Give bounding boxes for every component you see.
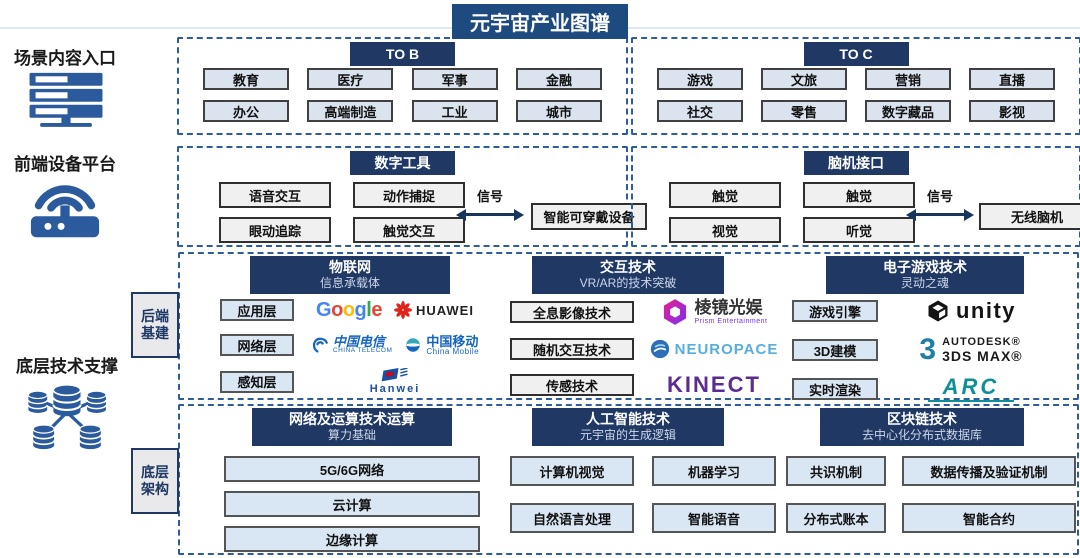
neuropace-globe-icon	[650, 339, 669, 359]
to-b-section: TO B 教育 医疗 军事 金融 办公 高端制造 工业 城市	[177, 37, 628, 135]
blockchain-chip: 数据传播及验证机制	[902, 456, 1076, 486]
to-c-section: TO C 游戏 文旅 营销 直播 社交 零售 数字藏品 影视	[631, 37, 1080, 135]
iot-header: 物联网 信息承载体	[250, 256, 450, 294]
game-tech-chip: 3D建模	[792, 339, 878, 361]
base-architecture-section: 网络及运算技术运算 算力基础 人工智能技术 元宇宙的生成逻辑 区块链技术 去中心…	[178, 404, 1079, 555]
neuropace-logo: NEUROPACE	[650, 339, 779, 359]
digital-tools-section: 数字工具 语音交互 动作捕捉 眼动追踪 触觉交互 信号 智能可穿戴设备	[177, 146, 647, 247]
page-title: 元宇宙产业图谱	[452, 4, 628, 39]
server-stack-icon	[28, 72, 104, 135]
to-c-item: 影视	[969, 100, 1055, 122]
arc-logo: ARC	[928, 376, 1014, 402]
blockchain-header: 区块链技术 去中心化分布式数据库	[820, 408, 1024, 446]
ai-header: 人工智能技术 元宇宙的生成逻辑	[532, 408, 724, 446]
to-c-header: TO C	[803, 42, 909, 66]
base-tech-label: 底层技术支撑	[16, 357, 118, 376]
brain-interface-header: 脑机接口	[803, 151, 909, 175]
interaction-chip: 全息影像技术	[510, 301, 634, 323]
ai-chip: 计算机视觉	[510, 456, 634, 486]
interaction-chip: 随机交互技术	[510, 338, 634, 360]
to-b-item: 金融	[515, 68, 602, 90]
to-c-item: 游戏	[657, 68, 743, 90]
ai-column: 计算机视觉 机器学习 自然语言处理 智能语音	[510, 456, 776, 533]
to-b-item: 城市	[515, 100, 602, 122]
digital-tool-item: 动作捕捉	[353, 182, 465, 208]
scene-entry-label: 场景内容入口	[14, 49, 116, 68]
base-arch-side-label: 底层架构	[131, 448, 179, 514]
brain-interface-item: 视觉	[669, 217, 781, 243]
brain-interface-item: 触觉	[669, 182, 781, 208]
ai-chip: 机器学习	[652, 456, 776, 486]
backend-infrastructure-section: 物联网 信息承载体 交互技术 VR/AR的技术突破 电子游戏技术 灵动之魂 应用…	[178, 252, 1079, 402]
blockchain-chip: 智能合约	[902, 503, 1076, 533]
network-chip: 云计算	[224, 491, 480, 517]
ai-chip: 自然语言处理	[510, 503, 634, 533]
game-tech-column: 游戏引擎 unity 3D建模 3 AUTODESK	[792, 298, 1064, 402]
game-tech-chip: 游戏引擎	[792, 300, 878, 322]
autodesk-3dsmax-logo: 3 AUTODESK® 3DS MAX®	[919, 333, 1023, 366]
brain-interface-section: 脑机接口 触觉 触觉 视觉 听觉 信号 无线脑机	[631, 146, 1080, 247]
digital-tools-header: 数字工具	[350, 151, 455, 175]
to-b-item: 高端制造	[307, 100, 394, 122]
game-tech-header: 电子游戏技术 灵动之魂	[826, 256, 1024, 294]
to-c-item: 营销	[865, 68, 951, 90]
blockchain-column: 共识机制 数据传播及验证机制 分布式账本 智能合约	[786, 456, 1076, 533]
prism-hexagon-icon	[663, 299, 686, 325]
double-arrow-icon	[456, 209, 524, 220]
iot-layer-chip: 感知层	[220, 370, 294, 393]
china-mobile-icon	[406, 338, 421, 352]
hanwei-flag-icon	[381, 368, 408, 382]
backend-infra-side-label: 后端基建	[131, 292, 179, 358]
interaction-tech-header: 交互技术 VR/AR的技术突破	[532, 256, 724, 294]
signal-label: 信号	[926, 189, 953, 204]
frontend-device-label: 前端设备平台	[14, 155, 116, 174]
brain-interface-item: 听觉	[803, 217, 915, 243]
unity-cube-icon	[928, 300, 948, 322]
wireless-brain-chip: 无线脑机	[979, 203, 1080, 230]
google-logo: Google	[316, 298, 382, 321]
iot-column: 应用层 Google	[220, 298, 496, 395]
to-c-item: 社交	[657, 100, 743, 122]
to-c-item: 数字藏品	[865, 100, 951, 122]
huawei-flower-icon	[393, 301, 412, 319]
to-c-item: 文旅	[761, 68, 847, 90]
to-b-header: TO B	[350, 42, 455, 66]
blockchain-chip: 共识机制	[786, 456, 886, 486]
game-tech-chip: 实时渲染	[792, 378, 878, 400]
iot-layer-chip: 应用层	[220, 299, 294, 321]
to-c-item: 零售	[761, 100, 847, 122]
china-telecom-icon	[312, 337, 328, 353]
network-compute-header: 网络及运算技术运算 算力基础	[252, 408, 452, 446]
to-b-item: 工业	[411, 100, 498, 122]
to-b-item: 办公	[203, 100, 289, 122]
blockchain-chip: 分布式账本	[786, 503, 886, 533]
wireless-router-icon	[26, 176, 104, 243]
double-arrow-icon	[906, 209, 974, 220]
kinect-logo: KINECT	[667, 372, 761, 397]
to-b-item: 医疗	[307, 68, 394, 90]
to-b-item: 教育	[203, 68, 289, 90]
digital-tool-item: 语音交互	[219, 182, 331, 208]
brain-interface-item: 触觉	[803, 182, 915, 208]
unity-logo: unity	[926, 298, 1016, 324]
ai-chip: 智能语音	[652, 503, 776, 533]
hanwei-logo: Hanwei	[370, 368, 421, 395]
network-chip: 5G/6G网络	[224, 456, 480, 482]
huawei-logo: HUAWEI	[393, 301, 474, 319]
iot-layer-chip: 网络层	[220, 334, 294, 356]
signal-label: 信号	[476, 189, 503, 204]
interaction-chip: 传感技术	[510, 374, 634, 396]
network-chip: 边缘计算	[224, 526, 480, 552]
database-cluster-icon	[26, 380, 108, 459]
digital-tool-item: 触觉交互	[353, 217, 465, 243]
wearable-device-chip: 智能可穿戴设备	[531, 203, 647, 230]
to-c-item: 直播	[969, 68, 1055, 90]
to-b-item: 军事	[411, 68, 498, 90]
digital-tool-item: 眼动追踪	[219, 217, 331, 243]
network-column: 5G/6G网络 云计算 边缘计算	[224, 456, 480, 552]
